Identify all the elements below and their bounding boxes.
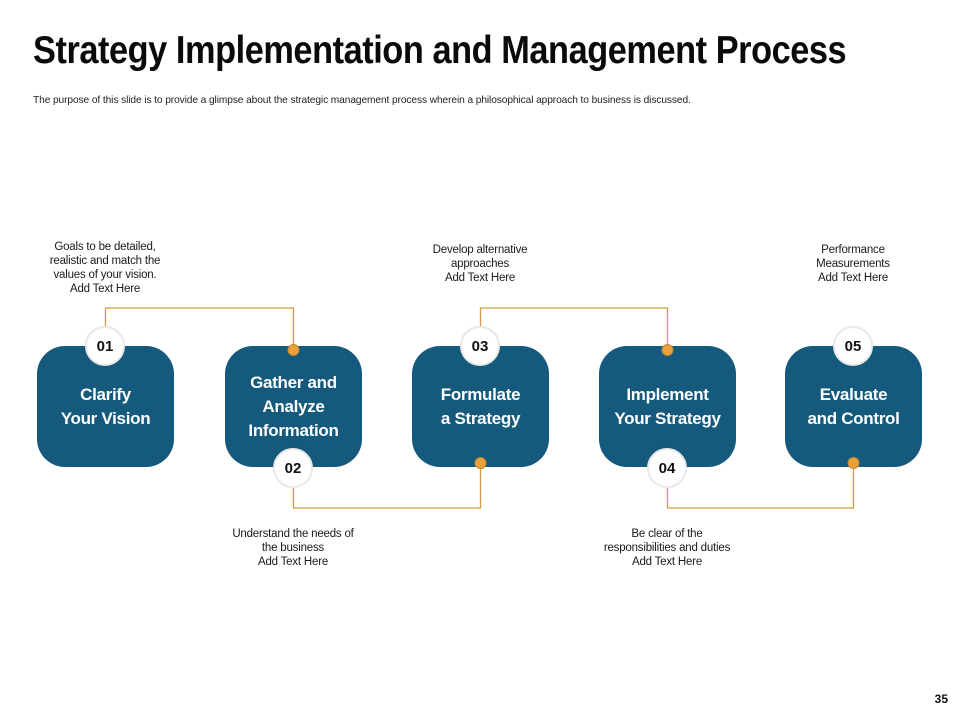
step-number-badge-2: 02: [273, 448, 313, 488]
step-box-label: Evaluate and Control: [807, 384, 900, 428]
slide-subtitle: The purpose of this slide is to provide …: [33, 94, 691, 106]
step-box-clarify-vision: Clarify Your Vision: [37, 346, 174, 467]
step-box-label: Gather and Analyze Information: [248, 372, 339, 440]
step-box-evaluate-control: Evaluate and Control: [785, 346, 922, 467]
step-number-badge-5: 05: [833, 326, 873, 366]
step-annotation-4: Be clear of the responsibilities and dut…: [603, 528, 731, 568]
step-annotation-2: Understand the needs of the business Add…: [232, 528, 354, 568]
step-box-label: Formulate a Strategy: [440, 384, 521, 428]
step-box-formulate-strategy: Formulate a Strategy: [412, 346, 549, 467]
step-annotation-3: Develop alternative approaches Add Text …: [432, 244, 528, 284]
step-annotation-5: Performance Measurements Add Text Here: [816, 244, 890, 284]
step-number-badge-4: 04: [647, 448, 687, 488]
step-number-badge-1: 01: [85, 326, 125, 366]
connector-line-1-2: [104, 307, 295, 348]
connector-line-3-4: [479, 307, 669, 348]
page-number: 35: [934, 692, 948, 706]
step-box-gather-analyze: Gather and Analyze Information: [225, 346, 362, 467]
step-box-label: Clarify Your Vision: [60, 384, 151, 428]
step-box-label: Implement Your Strategy: [614, 384, 721, 428]
connector-line-4-5: [666, 465, 855, 509]
step-number-badge-3: 03: [460, 326, 500, 366]
step-annotation-1: Goals to be detailed, realistic and matc…: [49, 241, 161, 295]
step-box-implement-strategy: Implement Your Strategy: [599, 346, 736, 467]
slide-title: Strategy Implementation and Management P…: [33, 29, 847, 72]
connector-line-2-3: [292, 465, 482, 509]
